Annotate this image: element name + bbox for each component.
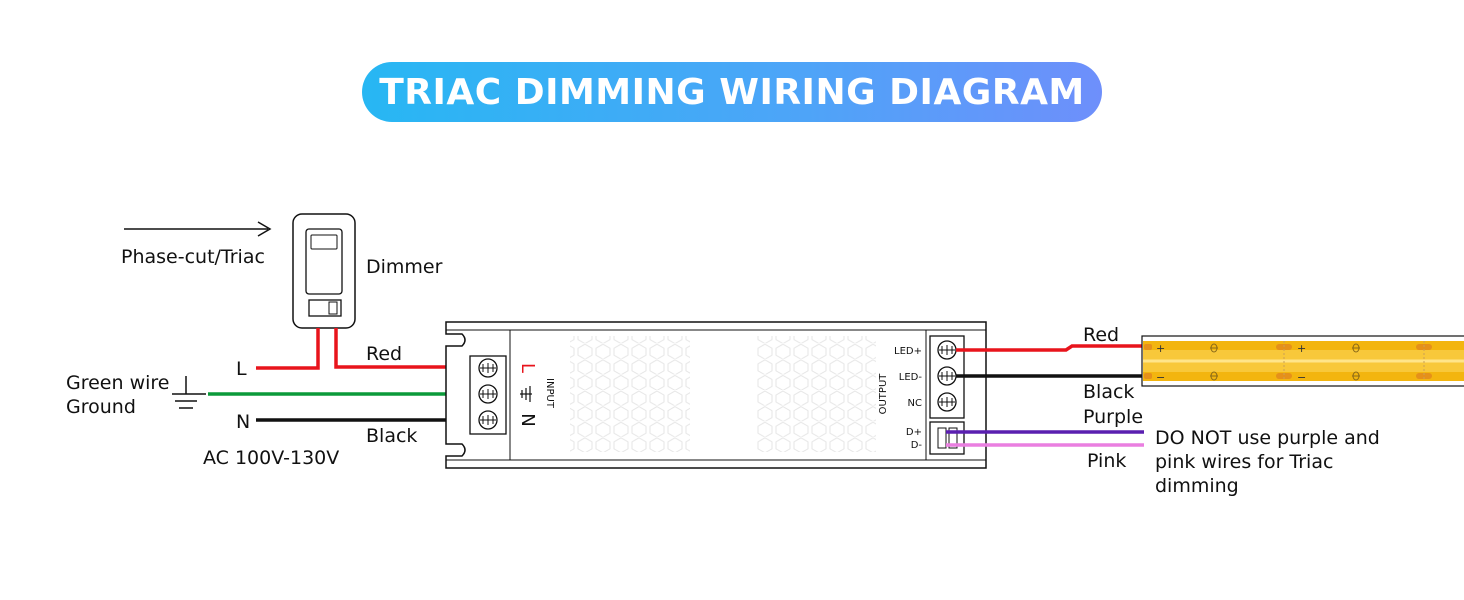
wire-output-red <box>956 344 1150 352</box>
screw-terminal-icon[interactable] <box>478 358 498 378</box>
ground-label-1: Green wire <box>66 372 169 394</box>
voltage-label: AC 100V-130V <box>203 447 339 469</box>
arrow-right-icon <box>124 221 272 237</box>
screw-terminal-icon[interactable] <box>937 340 957 360</box>
red-wire-label: Red <box>366 343 402 365</box>
output-black-label: Black <box>1083 381 1134 403</box>
warning-note-line-3: dimming <box>1155 475 1239 497</box>
wire-red-to-driver <box>334 328 486 369</box>
driver-N-label: N <box>517 413 538 426</box>
ground-icon <box>172 376 206 409</box>
output-nc-label: NC <box>908 398 922 409</box>
input-text: INPUT <box>544 378 555 409</box>
strip-plus-1: + <box>1156 342 1165 355</box>
output-text: OUTPUT <box>878 373 889 415</box>
output-led-plus-label: LED+ <box>894 346 922 357</box>
screw-terminal-icon[interactable] <box>478 410 498 430</box>
output-led-minus-label: LED- <box>899 372 923 383</box>
output-pink-label: Pink <box>1087 450 1126 472</box>
led-strip <box>1141 335 1464 387</box>
neutral-terminal-label: N <box>236 411 250 433</box>
screw-terminal-icon[interactable] <box>937 392 957 412</box>
phase-cut-label: Phase-cut/Triac <box>121 246 265 268</box>
line-terminal-label: L <box>236 358 247 380</box>
page-title: TRIAC DIMMING WIRING DIAGRAM <box>362 62 1102 122</box>
output-purple-label: Purple <box>1083 406 1143 428</box>
driver-ground-symbol <box>520 386 532 402</box>
warning-note-line-1: DO NOT use purple and <box>1155 427 1380 449</box>
ground-label-2: Ground <box>66 396 136 418</box>
strip-minus-1: − <box>1156 371 1165 384</box>
strip-minus-2: − <box>1297 371 1306 384</box>
dimmer-switch[interactable] <box>292 213 356 329</box>
wire-red-line <box>256 328 320 370</box>
black-wire-label: Black <box>366 425 417 447</box>
led-driver <box>445 321 987 469</box>
input-terminal-block <box>469 355 507 435</box>
output-dplus-label: D+ <box>906 427 922 438</box>
dimmer-label: Dimmer <box>366 256 443 278</box>
driver-L-label: L <box>517 363 538 373</box>
output-red-label: Red <box>1083 324 1119 346</box>
strip-plus-2: + <box>1297 342 1306 355</box>
screw-terminal-icon[interactable] <box>478 384 498 404</box>
screw-terminal-icon[interactable] <box>937 366 957 386</box>
warning-note-line-2: pink wires for Triac <box>1155 451 1333 473</box>
output-terminal-block <box>929 335 965 455</box>
output-dminus-label: D- <box>911 440 923 451</box>
